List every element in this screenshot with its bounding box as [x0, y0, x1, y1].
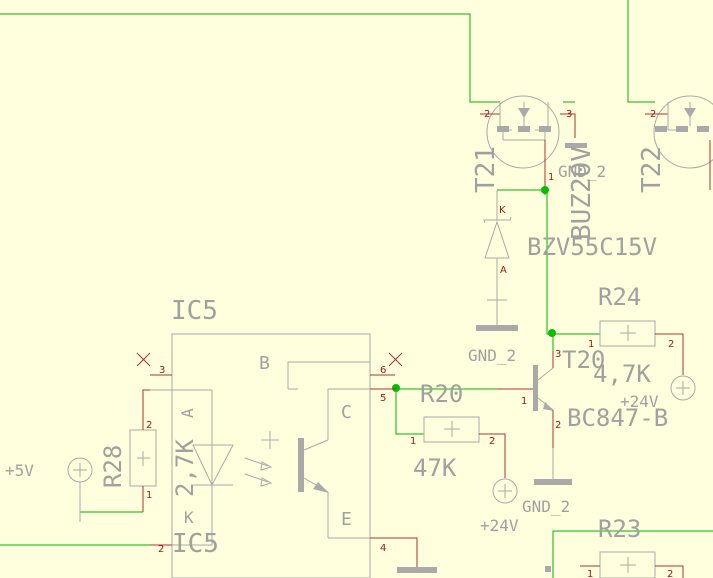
ic5-label-a: A: [178, 408, 197, 418]
supply-24v-left: [492, 478, 518, 504]
t21-pin-3: 3: [566, 109, 572, 120]
r23-pin-1: 1: [587, 569, 593, 578]
ic5-label-k: K: [184, 508, 194, 527]
ic5-footer-ref: IC5: [172, 529, 219, 559]
resistor-r24[interactable]: 1 2: [588, 320, 684, 375]
gnd-r23-stub: [545, 566, 551, 572]
wire-r23: [552, 530, 713, 578]
r24-pin-2: 2: [668, 339, 674, 350]
t20-pin-3: 3: [555, 349, 561, 360]
zener-diode[interactable]: K A: [483, 190, 512, 295]
r24-value: 4,7K: [593, 360, 651, 388]
t21-value: BUZ20V: [567, 146, 597, 240]
gnd-ic5: [397, 567, 437, 573]
r20-value: 47K: [413, 454, 457, 482]
t21-ref: T21: [471, 146, 501, 193]
transistor-t22[interactable]: 2: [645, 95, 713, 190]
ic5-ref: IC5: [171, 296, 218, 326]
r23-pin-2: 2: [667, 569, 673, 578]
gnd-label-zener: GND_2: [468, 346, 516, 365]
r28-ref: R28: [99, 445, 127, 488]
ic5-pin-6: 6: [380, 365, 386, 376]
gnd-label-t21: GND_2: [558, 162, 606, 181]
r24-ref: R24: [598, 283, 641, 311]
t22-ref: T22: [637, 146, 667, 193]
resistor-r23[interactable]: 1 2: [580, 551, 684, 578]
r24-pin-1: 1: [588, 339, 594, 350]
ic5-label-b: B: [259, 353, 270, 374]
ic5-pin-4: 4: [380, 543, 386, 554]
gnd-label-t20: GND_2: [522, 497, 570, 516]
ic5-label-c: C: [341, 402, 352, 423]
zener-value: BZV55C15V: [527, 233, 657, 261]
supply-24v-right: [670, 375, 696, 401]
supply-label-24v-left: +24V: [480, 516, 519, 535]
no-connect-pin-6: [388, 352, 403, 367]
r23-ref: R23: [598, 515, 641, 543]
r28-value: 2,7K: [171, 439, 199, 497]
zener-pin-k: K: [499, 205, 506, 216]
supply-label-24v-right: +24V: [620, 392, 659, 411]
t21-pin-1: 1: [548, 172, 554, 183]
r20-pin-2: 2: [489, 436, 495, 447]
t20-pin-2: 2: [555, 420, 561, 431]
gnd-t20: [534, 479, 572, 485]
r20-ref: R20: [420, 380, 463, 408]
supply-label-5v: +5V: [5, 461, 34, 480]
r28-pin-1: 1: [146, 490, 152, 501]
transistor-t20[interactable]: 3 1 2: [498, 349, 561, 448]
no-connect-pin-3: [136, 352, 151, 367]
junction-t21-source: [541, 186, 549, 194]
resistor-r20[interactable]: 1 2: [410, 416, 506, 478]
zener-pin-a: A: [500, 265, 507, 276]
ic5-pin-3: 3: [159, 365, 165, 376]
supply-5v: [67, 457, 93, 522]
t22-pin-2: 2: [650, 109, 656, 120]
wire-top-gate-t21: [0, 13, 500, 103]
junction-r24: [548, 329, 556, 337]
r28-pin-2: 2: [146, 420, 152, 431]
optocoupler-ic5[interactable]: 3 2 6 5 4 B C E K A: [150, 333, 418, 578]
ic5-pin-2: 2: [158, 544, 164, 555]
wire-ic5-r20: [395, 389, 424, 435]
ic5-pin-5: 5: [380, 393, 386, 404]
t20-pin-1: 1: [521, 396, 527, 407]
gnd-zener: [476, 295, 518, 331]
r20-pin-1: 1: [410, 436, 416, 447]
t20-ref: T20: [562, 346, 605, 374]
gnd-t21: [565, 143, 587, 148]
resistor-r28[interactable]: 2 1: [129, 389, 157, 512]
ic5-label-e: E: [341, 509, 352, 530]
t20-value: BC847-B: [567, 404, 668, 432]
wire-top-gate-t22: [627, 0, 655, 103]
t21-pin-2: 2: [484, 109, 490, 120]
junction-ic5-out: [392, 384, 400, 392]
transistor-t21[interactable]: 2 3 1: [480, 95, 576, 190]
